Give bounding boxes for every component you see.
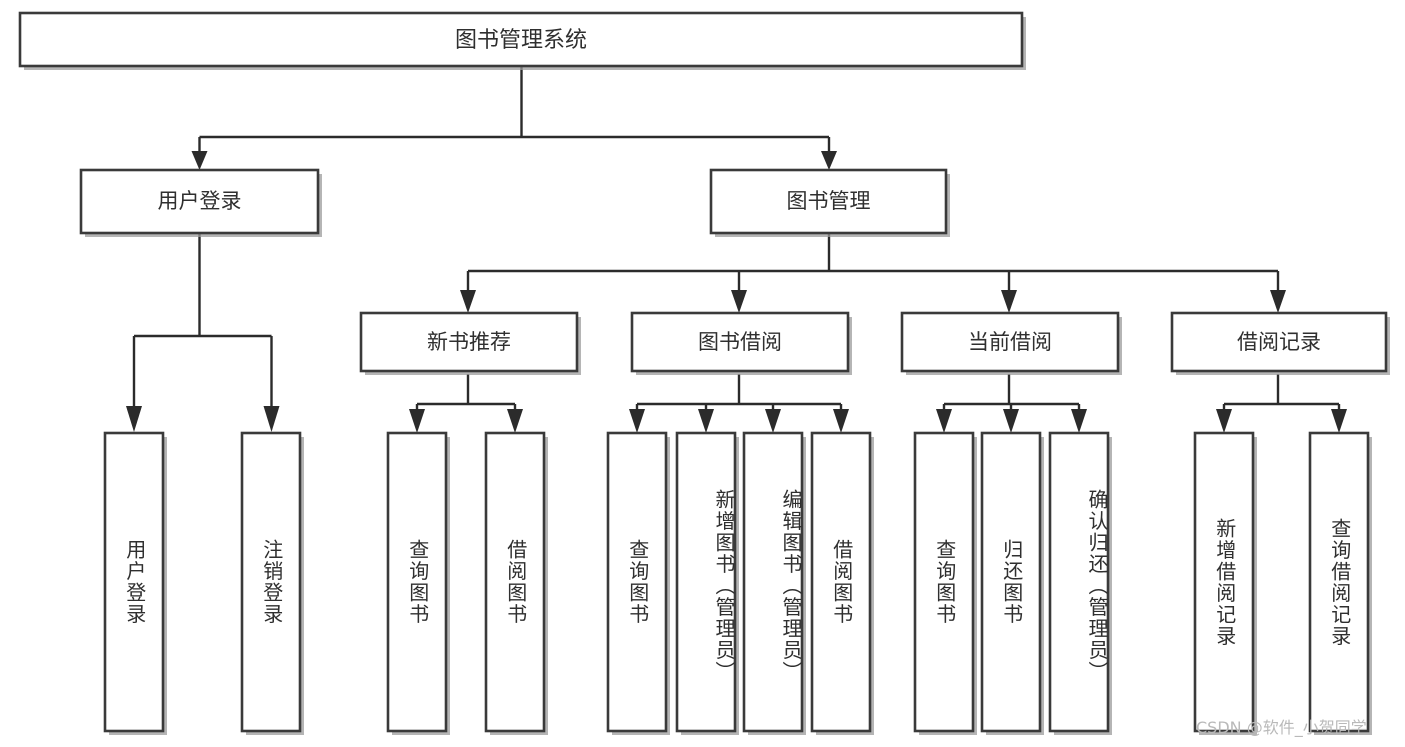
arrow-to-leaf-query-book-2 (629, 409, 645, 433)
arrow-to-current-borrow (1001, 290, 1017, 313)
csdn-watermark: CSDN @软件_小贺同学 (1196, 718, 1367, 737)
node-user-login[interactable]: 用户登录 (79, 168, 322, 237)
leaf-borrow-book-2[interactable] (810, 431, 874, 735)
leaf-confirm-return[interactable] (1048, 431, 1112, 735)
leaf-add-record[interactable] (1193, 431, 1257, 735)
leaf-query-book-2-box[interactable] (606, 431, 668, 733)
arrow-to-leaf-user-logout (263, 406, 280, 432)
arrow-to-leaf-return-book (1003, 409, 1019, 433)
leaf-query-record[interactable] (1308, 431, 1372, 735)
arrow-to-leaf-query-book-1 (409, 409, 425, 433)
arrow-to-leaf-edit-book (765, 409, 781, 433)
arrow-to-leaf-confirm-return (1071, 409, 1087, 433)
leaf-user-logout[interactable] (240, 431, 304, 735)
node-new-book-recommend[interactable]: 新书推荐 (359, 311, 581, 375)
leaf-query-book-3-box[interactable] (913, 431, 975, 733)
book-borrow-box[interactable] (630, 311, 850, 373)
leaf-user-logout-box[interactable] (240, 431, 302, 733)
leaf-return-book-box[interactable] (980, 431, 1042, 733)
arrow-to-leaf-query-record (1331, 409, 1347, 433)
leaf-query-book-1[interactable] (386, 431, 450, 735)
arrow-to-leaf-borrow-book-1 (507, 409, 523, 433)
leaf-return-book[interactable] (980, 431, 1044, 735)
leaf-edit-book[interactable] (742, 431, 806, 735)
leaf-add-record-box[interactable] (1193, 431, 1255, 733)
leaf-confirm-return-box[interactable] (1048, 431, 1110, 733)
arrow-to-leaf-add-record (1216, 409, 1232, 433)
current-borrow-label: 当前借阅 (968, 330, 1052, 354)
leaf-query-book-1-box[interactable] (386, 431, 448, 733)
borrow-record-label: 借阅记录 (1237, 330, 1321, 354)
node-root[interactable]: 图书管理系统 (18, 11, 1026, 70)
arrow-to-book-management (821, 151, 837, 170)
node-borrow-record[interactable]: 借阅记录 (1170, 311, 1390, 375)
leaf-query-book-3[interactable] (913, 431, 977, 735)
arrow-to-new-book-recommend (460, 290, 476, 313)
current-borrow-box[interactable] (900, 311, 1120, 373)
leaf-borrow-book-2-box[interactable] (810, 431, 872, 733)
arrow-to-book-borrow (731, 290, 747, 313)
leaf-edit-book-box[interactable] (742, 431, 804, 733)
arrow-to-leaf-user-login (126, 406, 142, 432)
user-login-label: 用户登录 (158, 189, 242, 213)
arrow-to-user-login (191, 151, 208, 170)
user-login-box[interactable] (79, 168, 320, 235)
book-borrow-label: 图书借阅 (698, 330, 782, 354)
new-book-recommend-box[interactable] (359, 311, 579, 373)
leaf-borrow-book-1[interactable] (484, 431, 548, 735)
leaf-add-book-box[interactable] (675, 431, 737, 733)
node-current-borrow[interactable]: 当前借阅 (900, 311, 1122, 375)
leaf-borrow-book-1-box[interactable] (484, 431, 546, 733)
leaf-query-book-2[interactable] (606, 431, 670, 735)
book-management-label: 图书管理 (787, 189, 871, 213)
borrow-record-box[interactable] (1170, 311, 1388, 373)
leaf-user-login[interactable] (103, 431, 167, 735)
leaf-query-record-box[interactable] (1308, 431, 1370, 733)
arrow-to-borrow-record (1270, 290, 1286, 313)
edges-layer (126, 66, 1347, 433)
leaf-user-login-box[interactable] (103, 431, 165, 733)
arrow-to-leaf-add-book (698, 409, 714, 433)
node-book-borrow[interactable]: 图书借阅 (630, 311, 852, 375)
arrow-to-leaf-query-book-3 (936, 409, 952, 433)
new-book-recommend-label: 新书推荐 (427, 330, 511, 354)
book-management-box[interactable] (709, 168, 948, 235)
arrow-to-leaf-borrow-book-2 (833, 409, 849, 433)
leaf-add-book[interactable] (675, 431, 739, 735)
root-label: 图书管理系统 (455, 28, 587, 53)
root-box[interactable] (18, 11, 1024, 68)
node-book-management[interactable]: 图书管理 (709, 168, 950, 237)
